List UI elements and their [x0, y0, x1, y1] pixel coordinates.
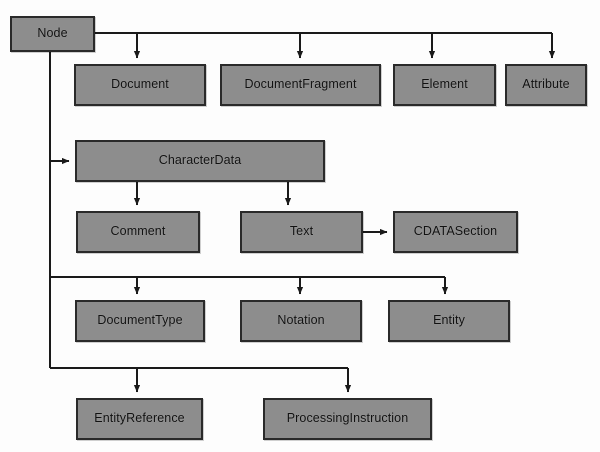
- class-box-attribute[interactable]: Attribute: [505, 64, 587, 106]
- class-label-node: Node: [37, 26, 68, 41]
- class-label-documentfragment: DocumentFragment: [244, 77, 357, 92]
- class-box-notation[interactable]: Notation: [240, 300, 362, 342]
- class-box-element[interactable]: Element: [393, 64, 496, 106]
- class-box-entityreference[interactable]: EntityReference: [76, 398, 203, 440]
- class-label-text: Text: [289, 224, 314, 239]
- class-label-entityreference: EntityReference: [94, 411, 185, 426]
- class-label-entity: Entity: [433, 313, 465, 328]
- class-box-entity[interactable]: Entity: [388, 300, 510, 342]
- class-label-element: Element: [421, 77, 468, 92]
- class-label-cdatasection: CDATASection: [413, 224, 498, 239]
- class-label-characterdata: CharacterData: [158, 153, 242, 168]
- class-label-attribute: Attribute: [522, 77, 570, 92]
- class-label-document: Document: [111, 77, 169, 92]
- class-box-processinginstruction[interactable]: ProcessingInstruction: [263, 398, 432, 440]
- class-box-cdatasection[interactable]: CDATASection: [393, 211, 518, 253]
- class-box-documenttype[interactable]: DocumentType: [75, 300, 205, 342]
- class-box-text[interactable]: Text: [240, 211, 363, 253]
- class-box-comment[interactable]: Comment: [76, 211, 200, 253]
- class-label-comment: Comment: [110, 224, 166, 239]
- class-box-characterdata[interactable]: CharacterData: [75, 140, 325, 182]
- class-label-notation: Notation: [277, 313, 325, 328]
- class-box-node[interactable]: Node: [10, 16, 95, 52]
- class-box-document[interactable]: Document: [74, 64, 206, 106]
- class-box-documentfragment[interactable]: DocumentFragment: [220, 64, 381, 106]
- class-label-processinginstruction: ProcessingInstruction: [286, 411, 409, 426]
- class-label-documenttype: DocumentType: [97, 313, 183, 328]
